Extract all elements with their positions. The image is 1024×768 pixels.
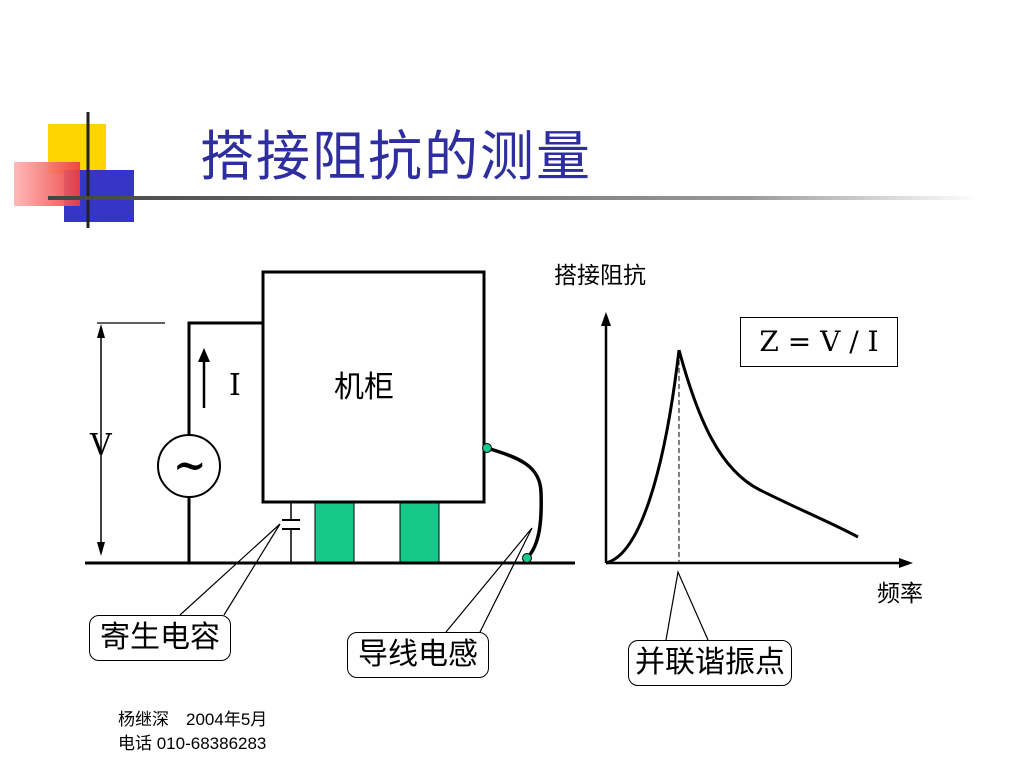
footer-phone: 电话 010-68386283 bbox=[118, 734, 267, 753]
ac-source-circle bbox=[157, 434, 221, 498]
cabinet-label: 机柜 bbox=[334, 370, 394, 405]
resonance-pointer bbox=[665, 569, 709, 641]
wire-terminal-top bbox=[482, 443, 492, 453]
voltage-label: V bbox=[90, 428, 112, 463]
cabinet-box bbox=[261, 270, 486, 504]
logo-decoration bbox=[14, 112, 134, 228]
bond-wire bbox=[486, 446, 543, 560]
voltage-arrowhead-top bbox=[97, 324, 105, 338]
graph-x-axis-label: 频率 bbox=[877, 581, 923, 607]
capacitance-pointer bbox=[179, 523, 281, 616]
voltage-arrowhead-bottom bbox=[97, 542, 105, 556]
inductance-pointer bbox=[445, 527, 533, 633]
callout-parasitic-capacitance: 寄生电容 bbox=[89, 615, 231, 661]
footer: 杨继深 2004年5月 电话 010-68386283 bbox=[118, 708, 267, 756]
wire-terminal-bottom bbox=[522, 553, 532, 563]
bond-strap-left bbox=[314, 502, 355, 563]
current-label: I bbox=[229, 368, 241, 403]
impedance-formula: Z = V / I bbox=[740, 317, 898, 367]
current-arrowhead bbox=[198, 348, 210, 362]
ac-source-symbol: ~ bbox=[173, 442, 207, 489]
graph-y-arrowhead bbox=[601, 312, 611, 326]
footer-author: 杨继深 2004年5月 bbox=[118, 710, 268, 729]
graph-y-axis-label: 搭接阻抗 bbox=[554, 263, 646, 289]
curve-rising bbox=[605, 349, 681, 565]
callout-wire-inductance: 导线电感 bbox=[347, 632, 489, 678]
slide-title: 搭接阻抗的测量 bbox=[200, 125, 592, 188]
curve-falling bbox=[677, 349, 859, 539]
graph-x-arrowhead bbox=[899, 558, 913, 568]
source-wire-top bbox=[187, 321, 263, 440]
title-underline bbox=[48, 196, 978, 200]
bond-strap-right bbox=[399, 502, 440, 563]
callout-parallel-resonance: 并联谐振点 bbox=[628, 640, 792, 686]
